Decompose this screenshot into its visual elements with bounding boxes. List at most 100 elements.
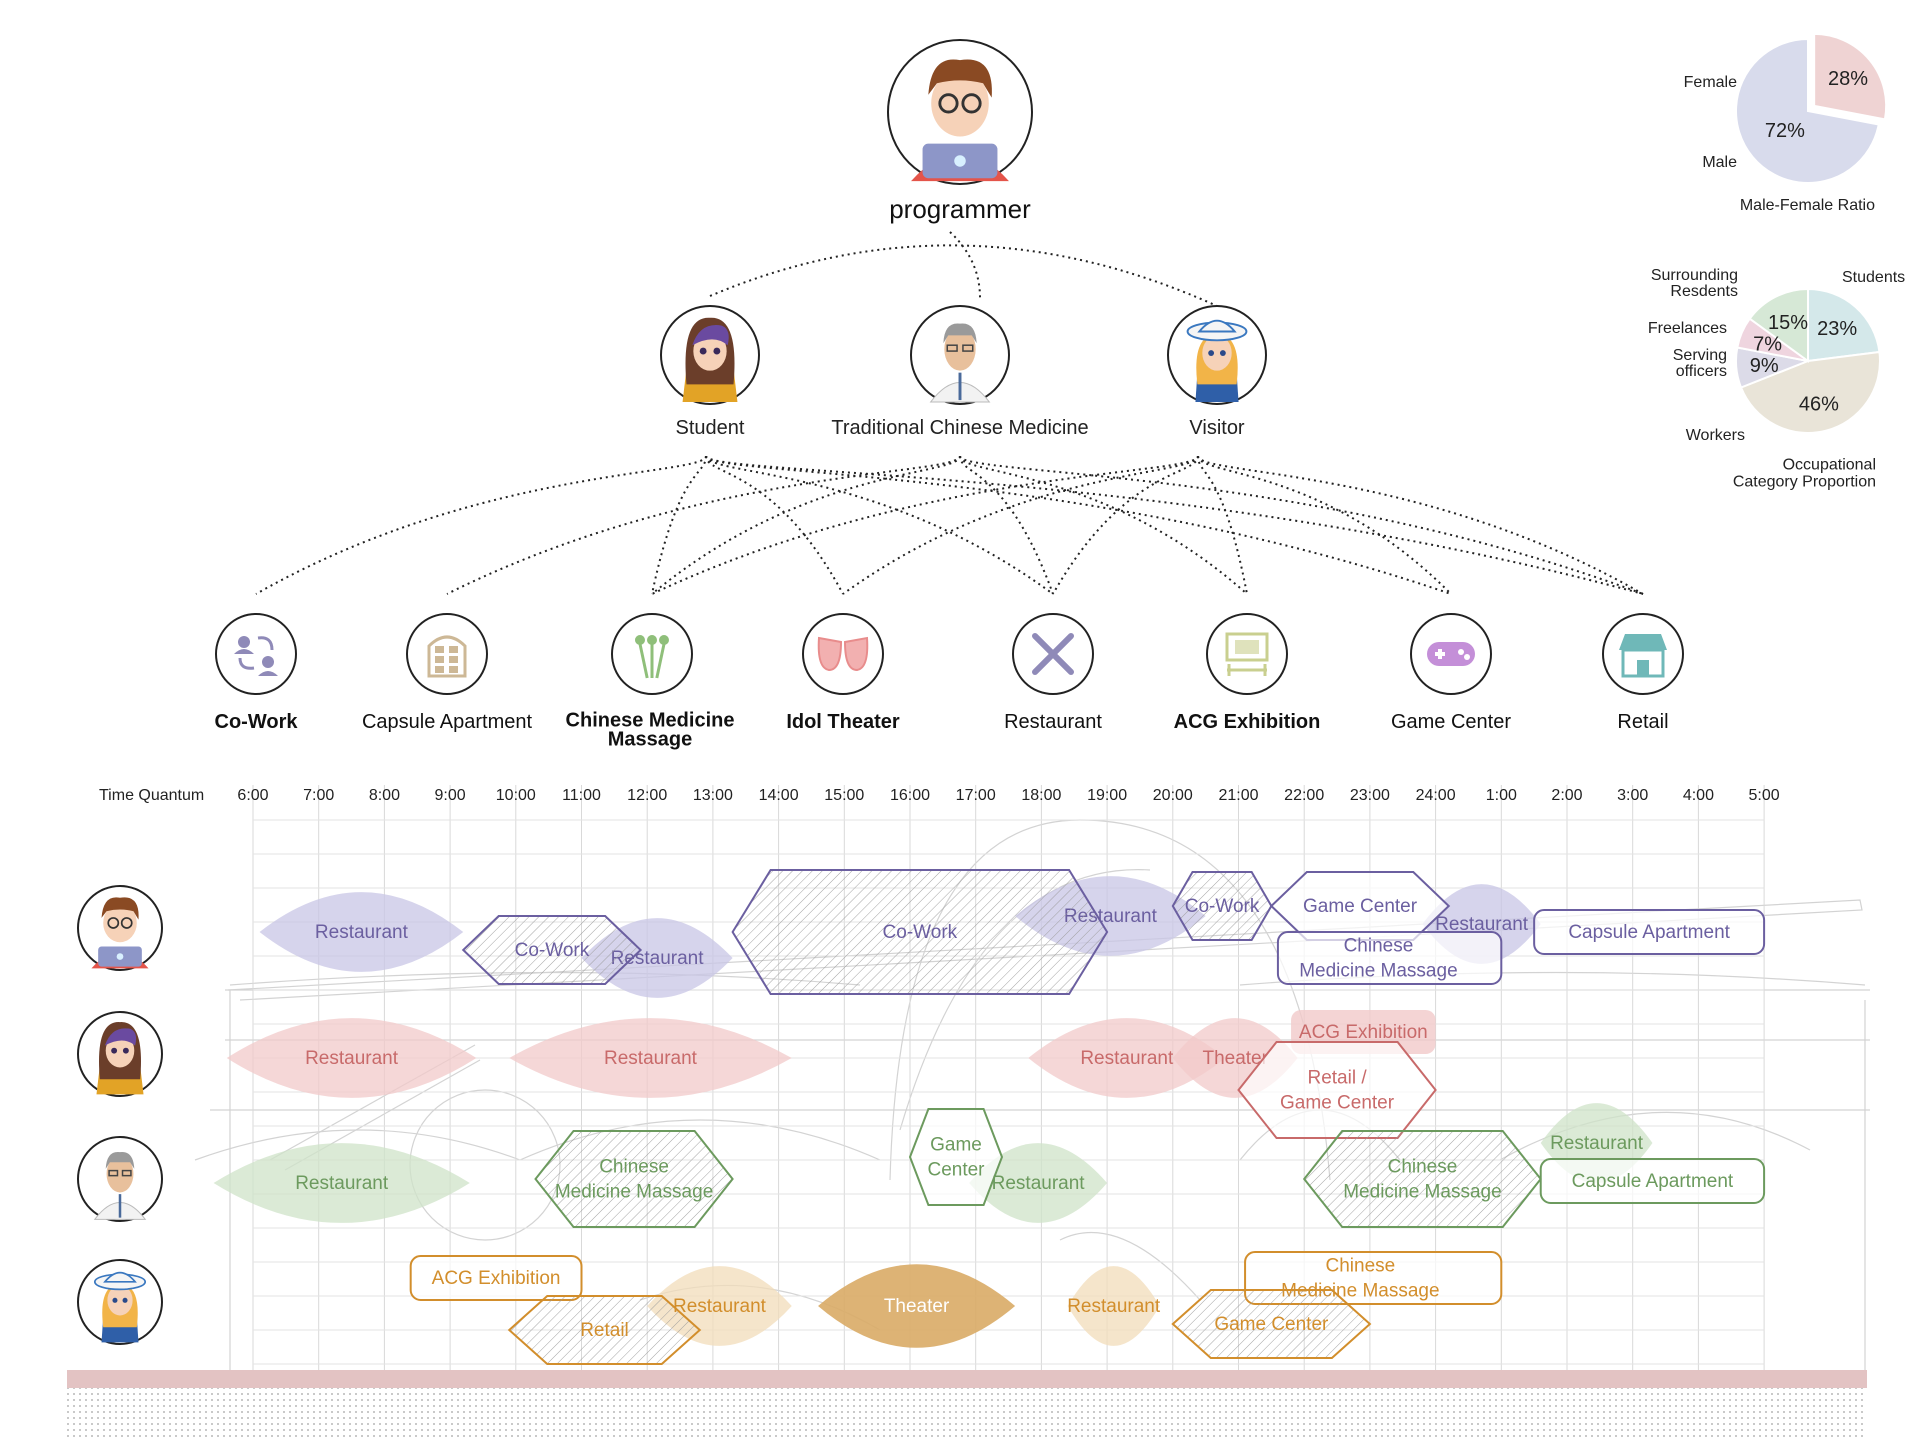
venue-label: ACG Exhibition <box>1174 711 1321 733</box>
activity-hexagon <box>731 869 1109 995</box>
persona-avatar-student <box>660 305 760 405</box>
pie-legend-label: Male <box>1702 154 1737 171</box>
activity-label: Game Center <box>1214 1314 1329 1335</box>
tick-label: 21:00 <box>1218 787 1258 804</box>
venue-label: Retail <box>1617 711 1668 733</box>
pie-occupation <box>1735 287 1881 434</box>
connector-root-student-visitor <box>709 244 1218 307</box>
row-avatar-student <box>77 1011 163 1097</box>
activity-leaf <box>259 892 464 972</box>
connector-persona-venue <box>1197 455 1452 595</box>
connector-persona-venue <box>959 455 1054 595</box>
persona-avatar-visitor <box>1167 305 1267 405</box>
pie-value: 28% <box>1828 68 1868 90</box>
row-avatar-tcm <box>77 1136 163 1222</box>
storefront-icon <box>1602 613 1684 695</box>
activity-label: Restaurant <box>673 1296 767 1317</box>
tick-label: 16:00 <box>890 787 930 804</box>
people-swap-icon <box>215 613 297 695</box>
activity-label: Retail <box>580 1320 629 1341</box>
activity-label: ACG Exhibition <box>1299 1022 1428 1043</box>
tick-label: 15:00 <box>824 787 864 804</box>
activity-label: Theater <box>884 1296 950 1317</box>
activity-label: Restaurant <box>305 1048 399 1069</box>
venue-label: Idol Theater <box>786 711 900 733</box>
activity-label: Restaurant <box>992 1173 1086 1194</box>
tick-label: 6:00 <box>237 787 268 804</box>
tick-label: 17:00 <box>956 787 996 804</box>
tick-label: 22:00 <box>1284 787 1324 804</box>
fork-knife-icon <box>1012 613 1094 695</box>
activity-label: Restaurant <box>604 1048 698 1069</box>
pie-value: 9% <box>1750 355 1779 377</box>
pie-value: 72% <box>1765 120 1805 142</box>
connector-persona-venue <box>446 455 961 595</box>
pie-slice <box>1739 350 1881 434</box>
connector-persona-venue <box>959 455 1248 595</box>
connector-persona-venue <box>705 455 1054 595</box>
programmer-avatar <box>887 39 1033 185</box>
pie-slice <box>1813 32 1888 121</box>
activity-leaf <box>509 1018 792 1098</box>
activity-label: Retail /Game Center <box>1280 1068 1395 1114</box>
tick-label: 9:00 <box>435 787 466 804</box>
connector-root-tcm <box>949 231 981 299</box>
activity-label: Restaurant <box>295 1173 389 1194</box>
tick-label: 18:00 <box>1021 787 1061 804</box>
venue-label: Game Center <box>1391 711 1511 733</box>
activity-label: Restaurant <box>1080 1048 1174 1069</box>
connector-persona-venue <box>1197 455 1644 595</box>
tick-label: 5:00 <box>1749 787 1780 804</box>
activity-label: ACG Exhibition <box>432 1268 561 1289</box>
activity-hexagon <box>534 1130 734 1228</box>
activity-hexagon <box>461 915 643 985</box>
tick-label: 7:00 <box>303 787 334 804</box>
activity-label: Capsule Apartment <box>1572 1171 1734 1192</box>
tick-label: 1:00 <box>1486 787 1517 804</box>
activity-box <box>1276 931 1503 985</box>
tick-label: 4:00 <box>1683 787 1714 804</box>
row-avatar-visitor <box>77 1259 163 1345</box>
pie-legend-label: Students <box>1842 269 1905 286</box>
activity-label: Game Center <box>1303 896 1418 917</box>
persona-label-visitor: Visitor <box>1189 417 1245 439</box>
activity-hexagon <box>1302 1130 1542 1228</box>
timeline-label: Time Quantum <box>99 787 204 804</box>
venue-label: Capsule Apartment <box>362 711 533 733</box>
connector-persona-venue <box>842 455 1199 595</box>
activity-leaf <box>226 1018 477 1098</box>
pie-value: 15% <box>1768 312 1808 334</box>
activity-label: Capsule Apartment <box>1568 922 1730 943</box>
pie-value: 7% <box>1753 334 1782 356</box>
pie-slice <box>1748 287 1809 363</box>
activity-box <box>1539 1158 1766 1204</box>
activity-label: Restaurant <box>315 922 409 943</box>
ground-hatch <box>67 1388 1867 1440</box>
activity-leaf <box>1028 1018 1226 1098</box>
gamepad-icon <box>1410 613 1492 695</box>
ground-line <box>67 1370 1867 1388</box>
activity-label: Co-Work <box>515 940 590 961</box>
activity-hexagon <box>908 1108 1004 1206</box>
persona-avatar-tcm <box>910 305 1010 405</box>
connector-persona-venue <box>959 455 1644 595</box>
acupuncture-needles-icon <box>611 613 693 695</box>
tick-label: 10:00 <box>496 787 536 804</box>
pie-value: 23% <box>1817 318 1857 340</box>
pie-legend-label: Workers <box>1686 427 1745 444</box>
theater-masks-icon <box>802 613 884 695</box>
tick-label: 8:00 <box>369 787 400 804</box>
